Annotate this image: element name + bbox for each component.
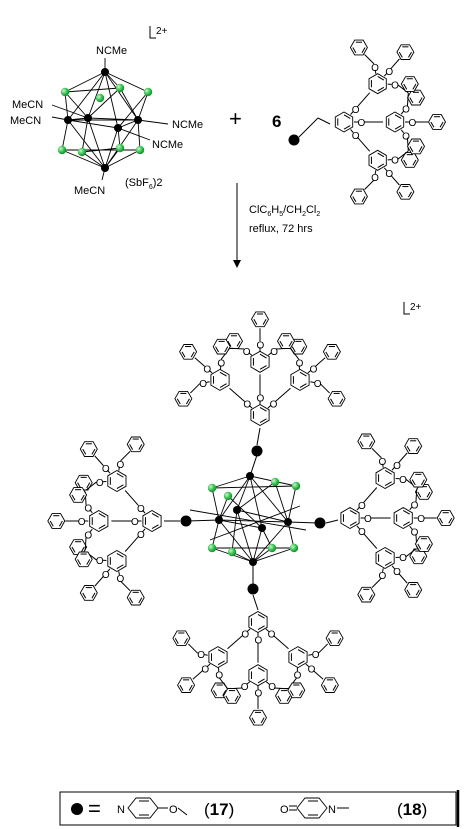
counterion-label: (SbF6)2 [125,177,163,191]
oxygen-label: O [255,636,263,647]
oxygen-label: O [215,671,223,682]
oxygen-label: O [117,574,125,585]
oxygen-label: O [268,630,276,641]
oxygen-label: O [217,358,225,369]
oxygen-label: O [385,67,393,78]
legend-compound-18: (18) [397,800,427,819]
oxygen-label: O [84,531,92,542]
oxygen-label: O [399,553,407,564]
oxygen-label: O [255,689,263,700]
halide-atoms [57,83,153,157]
oxygen-label: O [378,571,386,582]
ligand-right-2-label: NCMe [152,139,183,151]
oxygen-label: O [364,514,372,525]
oxygen-label: O [131,517,139,528]
svg-text:N: N [328,804,336,816]
oxygen-label: O [243,347,251,358]
ligand-left-2-label: MeCN [10,115,41,127]
svg-text:2+: 2+ [156,26,168,37]
oxygen-label: O [402,105,410,116]
legend-compound-17: (17) [204,800,234,819]
oxygen-label: O [358,501,366,512]
oxygen-label: O [102,464,110,475]
oxygen-label: O [96,478,104,489]
oxygen-label: O [393,461,401,472]
oxygen-label: O [314,379,322,390]
pyridone-structure: O N [280,797,349,819]
oxygen-label: O [241,630,249,641]
oxygen-label: O [371,63,379,74]
svg-text:N: N [117,804,125,816]
oxygen-label: O [391,81,399,92]
equivalents-number: 6 [272,112,281,131]
ligand-bottom-label: MeCN [74,185,105,197]
oxygen-label: O [243,399,251,410]
oxygen-label: O [411,500,419,511]
reactant-charge: 2+ [149,26,168,39]
pyridine-ether-structure: N O [117,797,188,819]
oxygen-label: O [270,347,278,358]
oxygen-label: O [257,394,265,405]
ligand-right-1-label: NCMe [172,119,203,131]
oxygen-label: O [270,399,278,410]
oxygen-label: O [411,528,419,539]
oxygen-label: O [296,358,304,369]
oxygen-label: O [197,650,205,661]
oxygen-label: O [391,155,399,166]
conditions-time: reflux, 72 hrs [249,223,313,235]
cluster-cage [51,58,169,181]
oxygen-label: O [257,340,265,351]
oxygen-label: O [385,169,393,180]
metal-atoms [64,68,142,172]
oxygen-label: O [352,131,360,142]
oxygen-label: O [117,460,125,471]
oxygen-label: O [241,682,249,693]
svg-text:O: O [169,804,178,816]
oxygen-label: O [393,567,401,578]
ligand-left-1-label: MeCN [12,99,43,111]
legend-dot-icon [71,803,83,815]
oxygen-label: O [199,379,207,390]
ligand-top-label: NCMe [96,45,127,57]
oxygen-label: O [358,118,366,129]
oxygen-label: O [78,517,86,528]
pyridine-dot-icon [288,134,300,146]
oxygen-label: O [378,457,386,468]
svg-text:O: O [280,804,289,816]
oxygen-label: O [96,556,104,567]
svg-text:2+: 2+ [410,302,422,313]
oxygen-label: O [371,173,379,184]
oxygen-label: O [402,131,410,142]
oxygen-label: O [308,665,316,676]
oxygen-label: O [137,530,145,541]
legend-equals: = [88,796,101,821]
oxygen-label: O [310,364,318,375]
plus-sign: + [229,106,242,131]
oxygen-label: O [294,671,302,682]
oxygen-label: O [358,527,366,538]
oxygen-label: O [137,504,145,515]
oxygen-label: O [417,514,425,525]
oxygen-label: O [201,665,209,676]
product-charge: 2+ [403,302,422,315]
conditions-solvent: ClC6H5/CH2Cl2 [249,204,320,218]
product-cluster [180,445,326,595]
reaction-arrow [233,183,241,268]
oxygen-label: O [102,570,110,581]
oxygen-label: O [84,503,92,514]
oxygen-label: O [312,650,320,661]
oxygen-label: O [352,105,360,116]
oxygen-label: O [399,475,407,486]
reactant-cluster: NCMe MeCN MeCN NCMe NCMe MeCN 2+ (SbF6)2 [10,26,203,197]
oxygen-label: O [268,682,276,693]
oxygen-label: O [409,118,417,129]
oxygen-label: O [203,364,211,375]
legend-box: = N O (17) O N (18) [59,790,460,827]
